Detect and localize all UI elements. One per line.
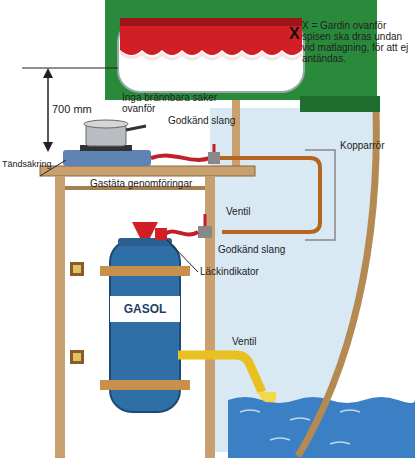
cabinet-interior <box>65 188 205 458</box>
cabinet-wall <box>55 176 65 458</box>
callout-label: Läckindikator <box>200 266 290 277</box>
vent-inner <box>73 353 81 361</box>
callout-label: Tändsäkring <box>2 160 42 170</box>
callout-label: Ventil <box>232 336 282 347</box>
callout-label: Godkänd slang <box>218 244 308 255</box>
valve <box>198 226 212 238</box>
hose <box>165 231 198 234</box>
callout-label: Kopparrör <box>340 140 412 151</box>
vent <box>70 350 84 364</box>
curtain <box>120 22 302 55</box>
leader-line <box>40 160 66 176</box>
window <box>118 20 304 92</box>
counter <box>40 166 255 176</box>
callout-label: Gastäta genomföringar <box>90 178 230 189</box>
callout-label: Inga brännbara saker ovanför <box>122 92 232 114</box>
hose <box>151 156 210 160</box>
pot-lid <box>84 120 128 128</box>
leak-indicator <box>155 228 167 240</box>
lace <box>120 52 302 59</box>
stove <box>63 150 151 166</box>
gas-bottle-label: GASOL <box>110 296 180 322</box>
valve-handle <box>213 144 216 152</box>
pipe-guard <box>305 150 335 240</box>
strap <box>100 266 190 276</box>
vent <box>70 262 84 276</box>
strap <box>100 380 190 390</box>
roof-edge <box>300 96 380 112</box>
valve-handle <box>204 214 207 226</box>
dimension-line <box>22 68 118 69</box>
callout-label: Godkänd slang <box>168 115 248 126</box>
callout-label: Ventil <box>226 206 276 217</box>
waves <box>240 410 360 444</box>
pot-handle <box>126 126 146 130</box>
mark-label: X <box>289 25 309 43</box>
copper-pipe <box>220 158 320 232</box>
vent-outflow <box>258 392 276 402</box>
leader-line <box>167 240 198 272</box>
node-text: GASOL <box>124 302 167 316</box>
cabinet-wall <box>205 176 215 458</box>
valve <box>208 152 220 164</box>
vent-inner <box>73 265 81 273</box>
arrow-heads <box>43 68 53 152</box>
vent-pipe <box>178 355 262 392</box>
callout-label: X = Gardin ovanför spisen ska dras undan… <box>302 20 414 64</box>
dimension-arrow <box>47 72 49 148</box>
curtain-rail <box>120 18 302 26</box>
callout-label: 700 mm <box>52 103 112 115</box>
regulator <box>132 222 158 238</box>
